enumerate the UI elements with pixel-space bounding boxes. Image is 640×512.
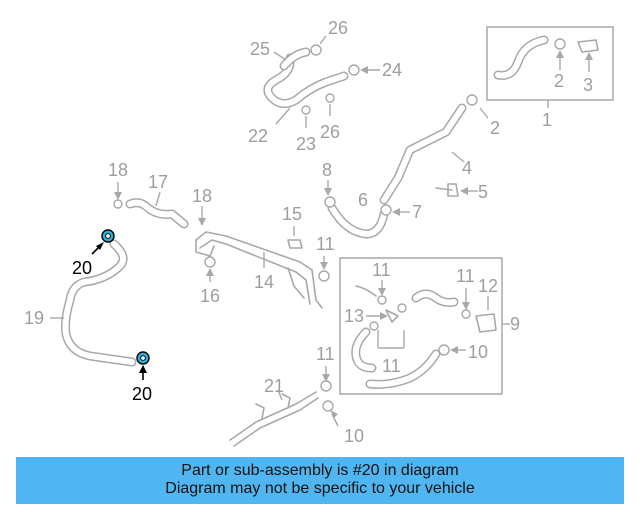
callout-8: 8: [322, 160, 332, 180]
callout-2-lower: 2: [490, 118, 500, 138]
callout-9: 9: [510, 314, 520, 334]
callout-26-lower: 26: [320, 122, 340, 142]
callout-10-bottom: 10: [344, 426, 364, 446]
callout-15: 15: [282, 204, 302, 224]
callout-24: 24: [382, 60, 402, 80]
part-7-clamp: [380, 204, 392, 216]
callout-6: 6: [358, 190, 368, 210]
callout-26-upper: 26: [328, 18, 348, 38]
callout-18-left: 18: [108, 160, 128, 180]
part-11-clamp-box-top: [377, 295, 387, 305]
part-24-clamp: [348, 64, 360, 76]
assembly-box-9: [339, 257, 503, 395]
info-banner: Part or sub-assembly is #20 in diagram D…: [16, 457, 624, 504]
part-12-valve: [475, 313, 497, 333]
callout-21: 21: [264, 376, 284, 396]
part-11-clamp-bottom: [320, 380, 332, 392]
part-26-clamp-lower: [325, 93, 335, 103]
callout-19: 19: [24, 308, 44, 328]
callout-14: 14: [254, 272, 274, 292]
banner-line-1: Part or sub-assembly is #20 in diagram: [181, 462, 459, 479]
part-8-clamp: [324, 196, 336, 208]
part-14-pipe: [195, 231, 323, 309]
part-2-clamp-lower: [466, 94, 478, 106]
part-26-clamp-upper: [310, 44, 322, 56]
callout-23: 23: [296, 134, 316, 154]
part-15-bolt: [287, 239, 303, 249]
callout-1: 1: [542, 110, 552, 130]
callout-11-box-bottom: 11: [382, 356, 401, 376]
callout-5: 5: [478, 182, 488, 202]
callout-13: 13: [344, 306, 364, 326]
callout-16: 16: [200, 286, 220, 306]
callout-22: 22: [248, 126, 268, 146]
callout-25: 25: [250, 39, 270, 59]
callout-17: 17: [148, 172, 168, 192]
callout-11-box-top: 11: [372, 260, 391, 280]
part-11-clamp-mid: [318, 270, 330, 282]
banner-line-2: Diagram may not be specific to your vehi…: [165, 480, 475, 497]
assembly-box-1: [486, 26, 614, 101]
callout-20-lower: 20: [132, 384, 152, 404]
part-2-clamp-upper: [554, 38, 566, 50]
callout-11-box-right: 11: [456, 266, 475, 286]
part-21-pipe: [229, 391, 317, 441]
callout-7: 7: [412, 202, 422, 222]
callout-2-upper: 2: [554, 71, 564, 91]
part-16-grommet: [204, 256, 216, 268]
callout-10-box: 10: [468, 342, 488, 362]
part-3-connector: [577, 39, 599, 53]
callout-4: 4: [462, 158, 472, 178]
part-18-clamp-left: [113, 199, 123, 209]
exploded-parts-diagram: 1 2 3 2 4 5 8 6 7: [24, 18, 614, 447]
callout-3: 3: [583, 75, 593, 95]
part-10-clamp-bottom: [322, 400, 334, 412]
callout-20-upper: 20: [72, 258, 92, 278]
part-23-clamp: [301, 105, 311, 115]
callout-11-bottom: 11: [316, 344, 335, 364]
callout-12: 12: [478, 276, 498, 296]
callout-18-right: 18: [192, 186, 212, 206]
part-5-bolt: [435, 183, 459, 197]
callout-11-mid: 11: [316, 234, 335, 254]
